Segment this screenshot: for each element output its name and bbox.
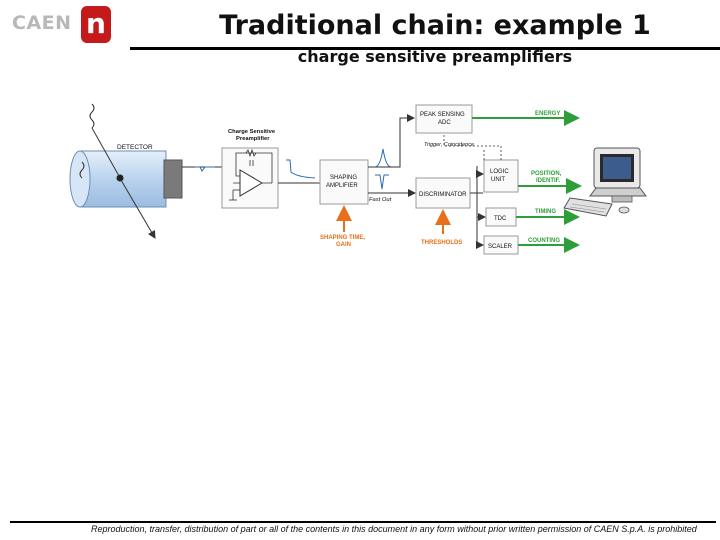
trigger-label: Trigger, Coincidence [424, 142, 474, 148]
trigger-dashed-line [443, 134, 502, 160]
discriminator: DISCRIMINATOR [415, 177, 471, 209]
preamp-title: Charge Sensitive Preamplifier [228, 129, 277, 142]
caen-logo-mark: n [81, 6, 111, 43]
caen-logo-text: CAEN [12, 12, 72, 34]
mouse-icon [618, 206, 630, 214]
input-pulse-icon [195, 166, 215, 172]
scaler: SCALER [483, 235, 519, 255]
page-subtitle: charge sensitive preamplifiers [297, 47, 573, 66]
logic-unit: LOGIC UNIT [483, 159, 519, 193]
shaping-time-label: SHAPING TIME, GAIN [320, 235, 367, 248]
preamp-output-pulse-icon [286, 159, 316, 179]
computer-icon [563, 147, 647, 217]
scaler-label: SCALER [488, 244, 513, 250]
preamplifier: Charge Sensitive Preamplifier [221, 129, 279, 209]
peak-sensing-adc: PEAK SENSING ADC [415, 104, 473, 134]
detector: DETECTOR [69, 103, 183, 239]
discriminator-label: DISCRIMINATOR [419, 192, 467, 198]
tdc-label: TDC [494, 216, 507, 222]
wire-shaper-adc [368, 114, 415, 168]
feedback-resistor-icon [245, 148, 257, 158]
page-title: Traditional chain: example 1 [219, 10, 651, 41]
fast-out-label: Fast Out [369, 197, 392, 203]
thresholds-label: THRESHOLDS [421, 240, 462, 246]
footer-rule [10, 521, 716, 523]
energy-label: ENERGY [535, 111, 560, 117]
logo-mark-letter: n [86, 7, 106, 40]
logic-unit-label: LOGIC UNIT [490, 169, 510, 183]
tdc: TDC [485, 207, 517, 227]
footer-disclaimer: Reproduction, transfer, distribution of … [91, 524, 697, 534]
shaped-pulse-icon [374, 148, 392, 168]
peak-adc-label: PEAK SENSING ADC [420, 112, 466, 126]
fast-pulse-icon [375, 174, 389, 190]
detector-label: DETECTOR [117, 144, 153, 151]
counting-label: COUNTING [528, 238, 560, 244]
title-underline [130, 47, 720, 50]
shaping-amplifier: SHAPING AMPLIFIER [319, 159, 369, 205]
shaping-amplifier-label: SHAPING AMPLIFIER [326, 175, 359, 189]
position-label: POSITION, IDENTIF. [531, 171, 563, 184]
timing-label: TIMING [535, 209, 556, 215]
